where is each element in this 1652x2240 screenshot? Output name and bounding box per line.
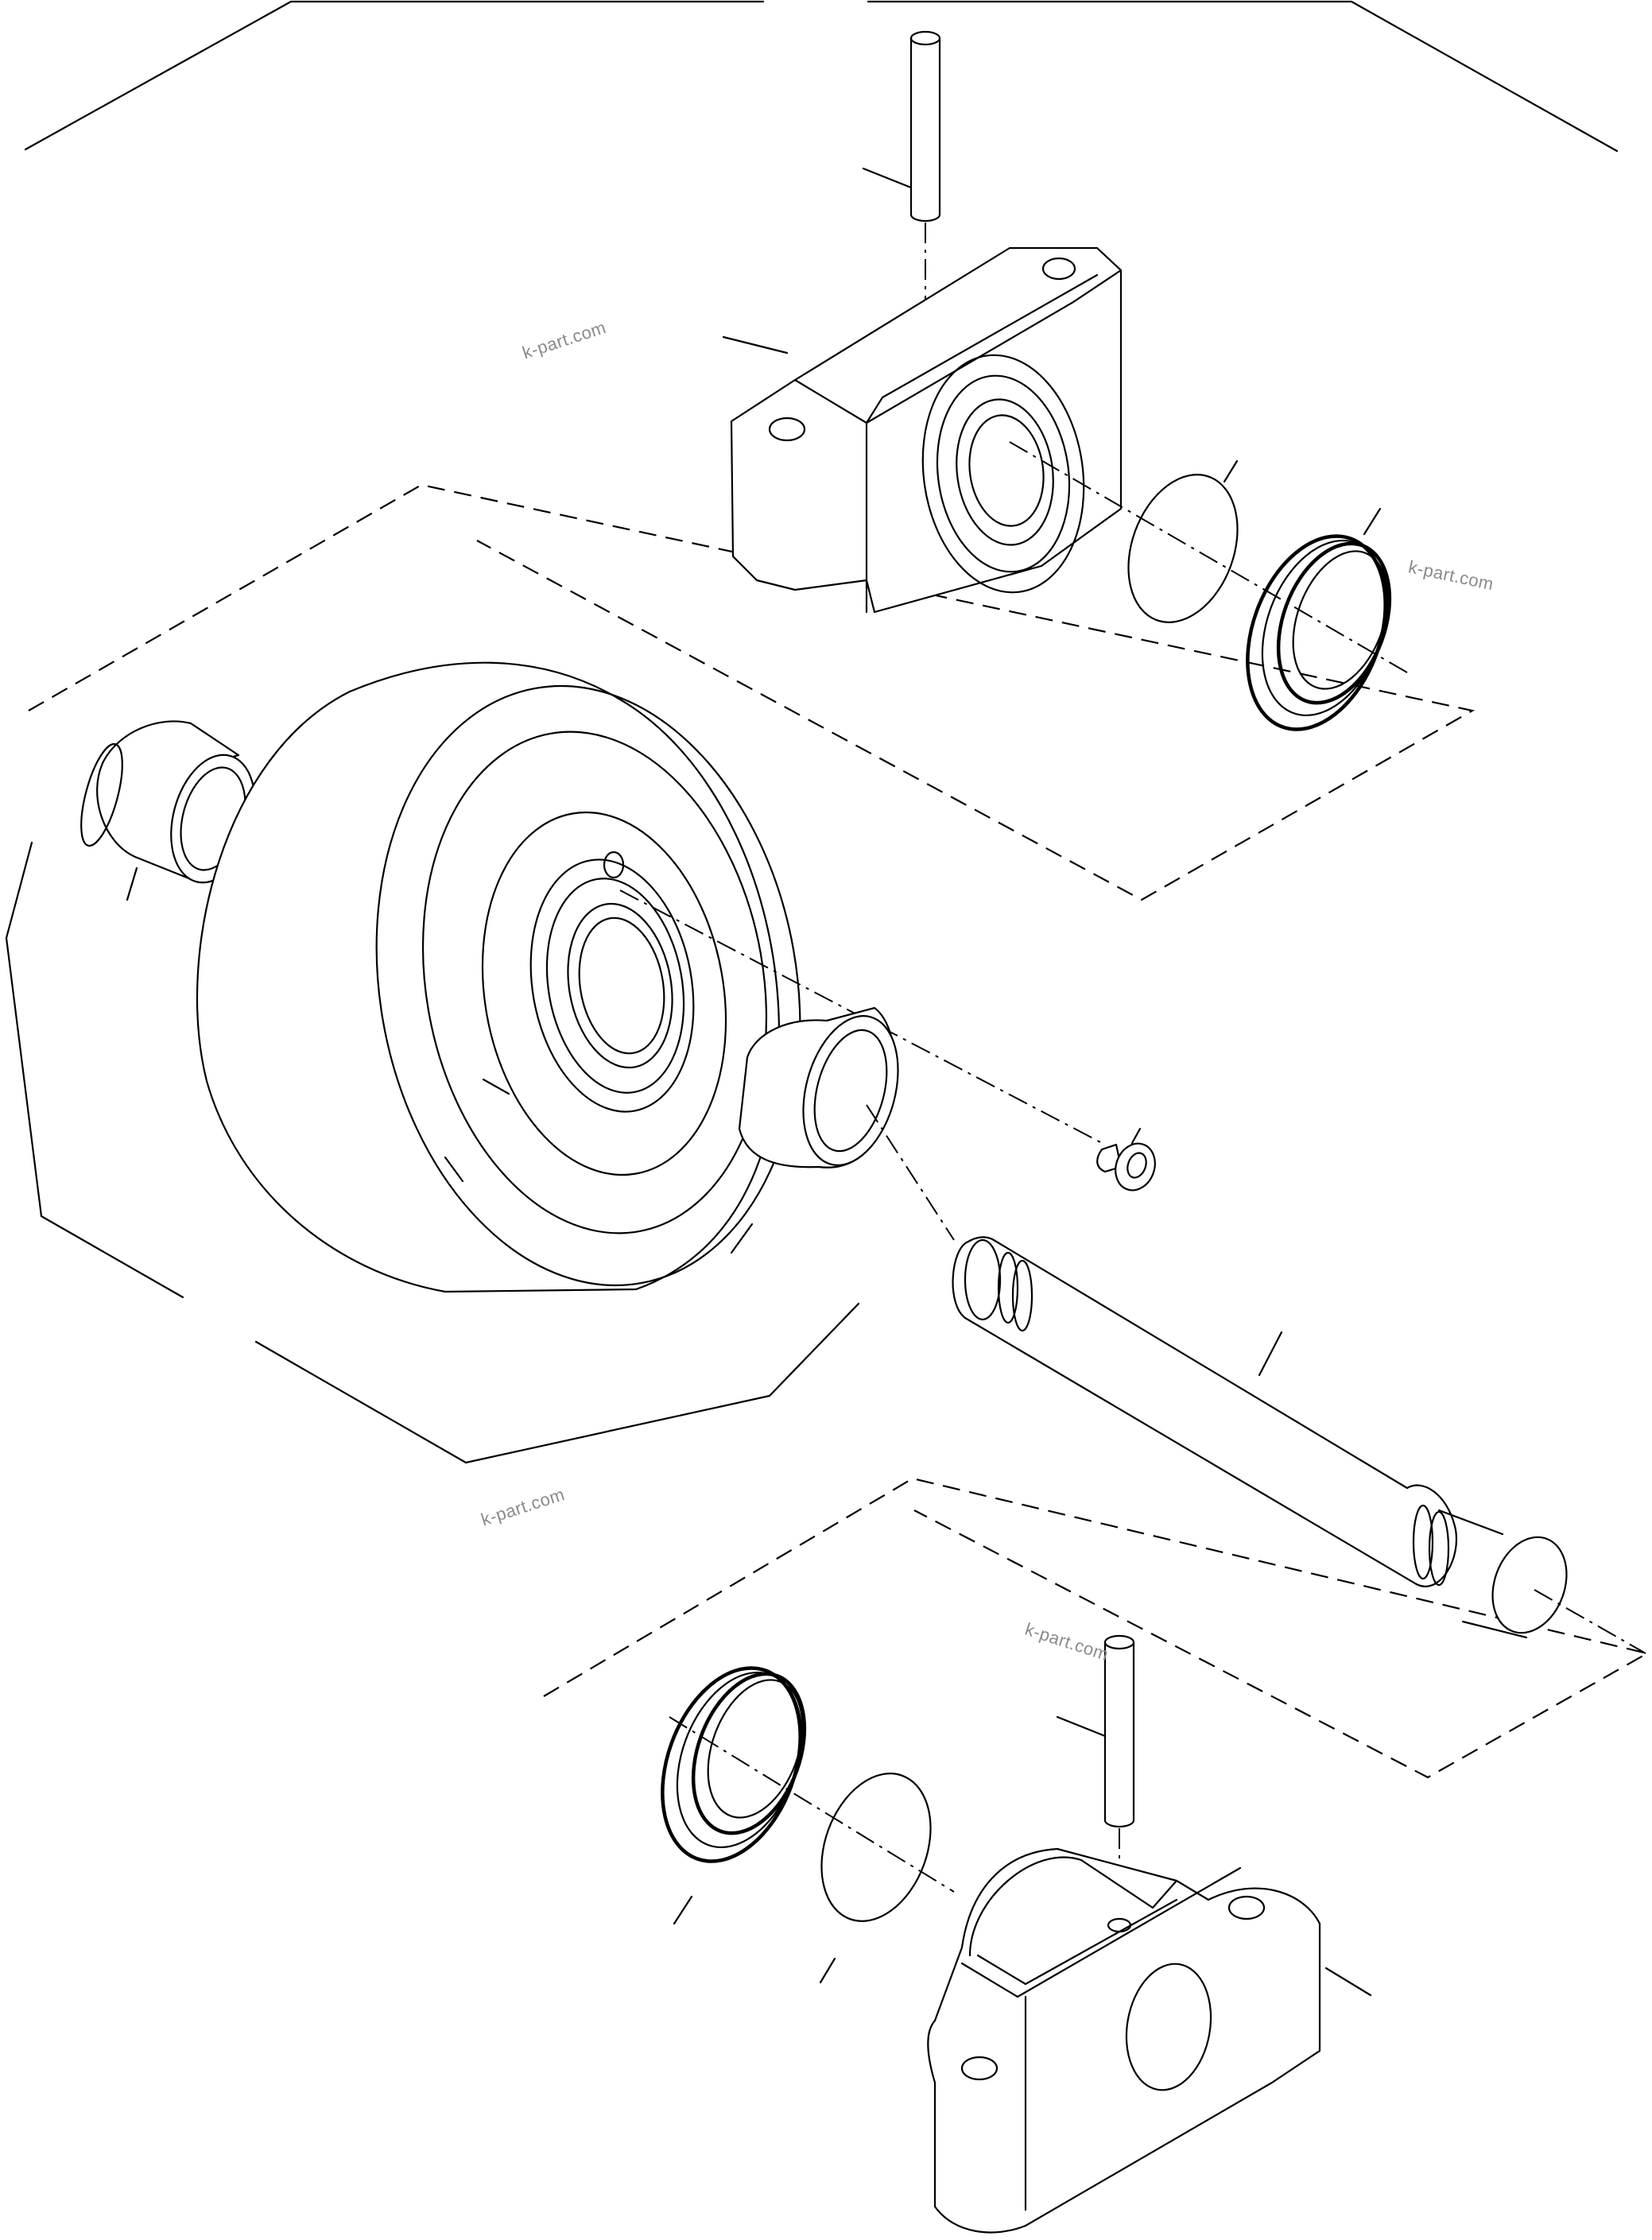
top-frame-lines (24, 0, 1619, 153)
pin-top (862, 30, 941, 322)
group-bracket-left (5, 841, 860, 1464)
bracket-bottom (927, 1847, 1372, 2234)
bracket-top (722, 246, 1123, 614)
assembly-plane-lower (543, 1477, 1650, 1779)
center-line-top (1009, 441, 1408, 673)
bushing-right (730, 1006, 899, 1254)
o-ring-bottom (819, 1773, 932, 1984)
roller (196, 661, 801, 1293)
seal-bottom (661, 1666, 955, 1925)
assembly-plane-upper (28, 483, 1476, 901)
seal-top (1246, 507, 1392, 731)
shaft (866, 1104, 1646, 1654)
o-ring-top (1127, 459, 1239, 623)
